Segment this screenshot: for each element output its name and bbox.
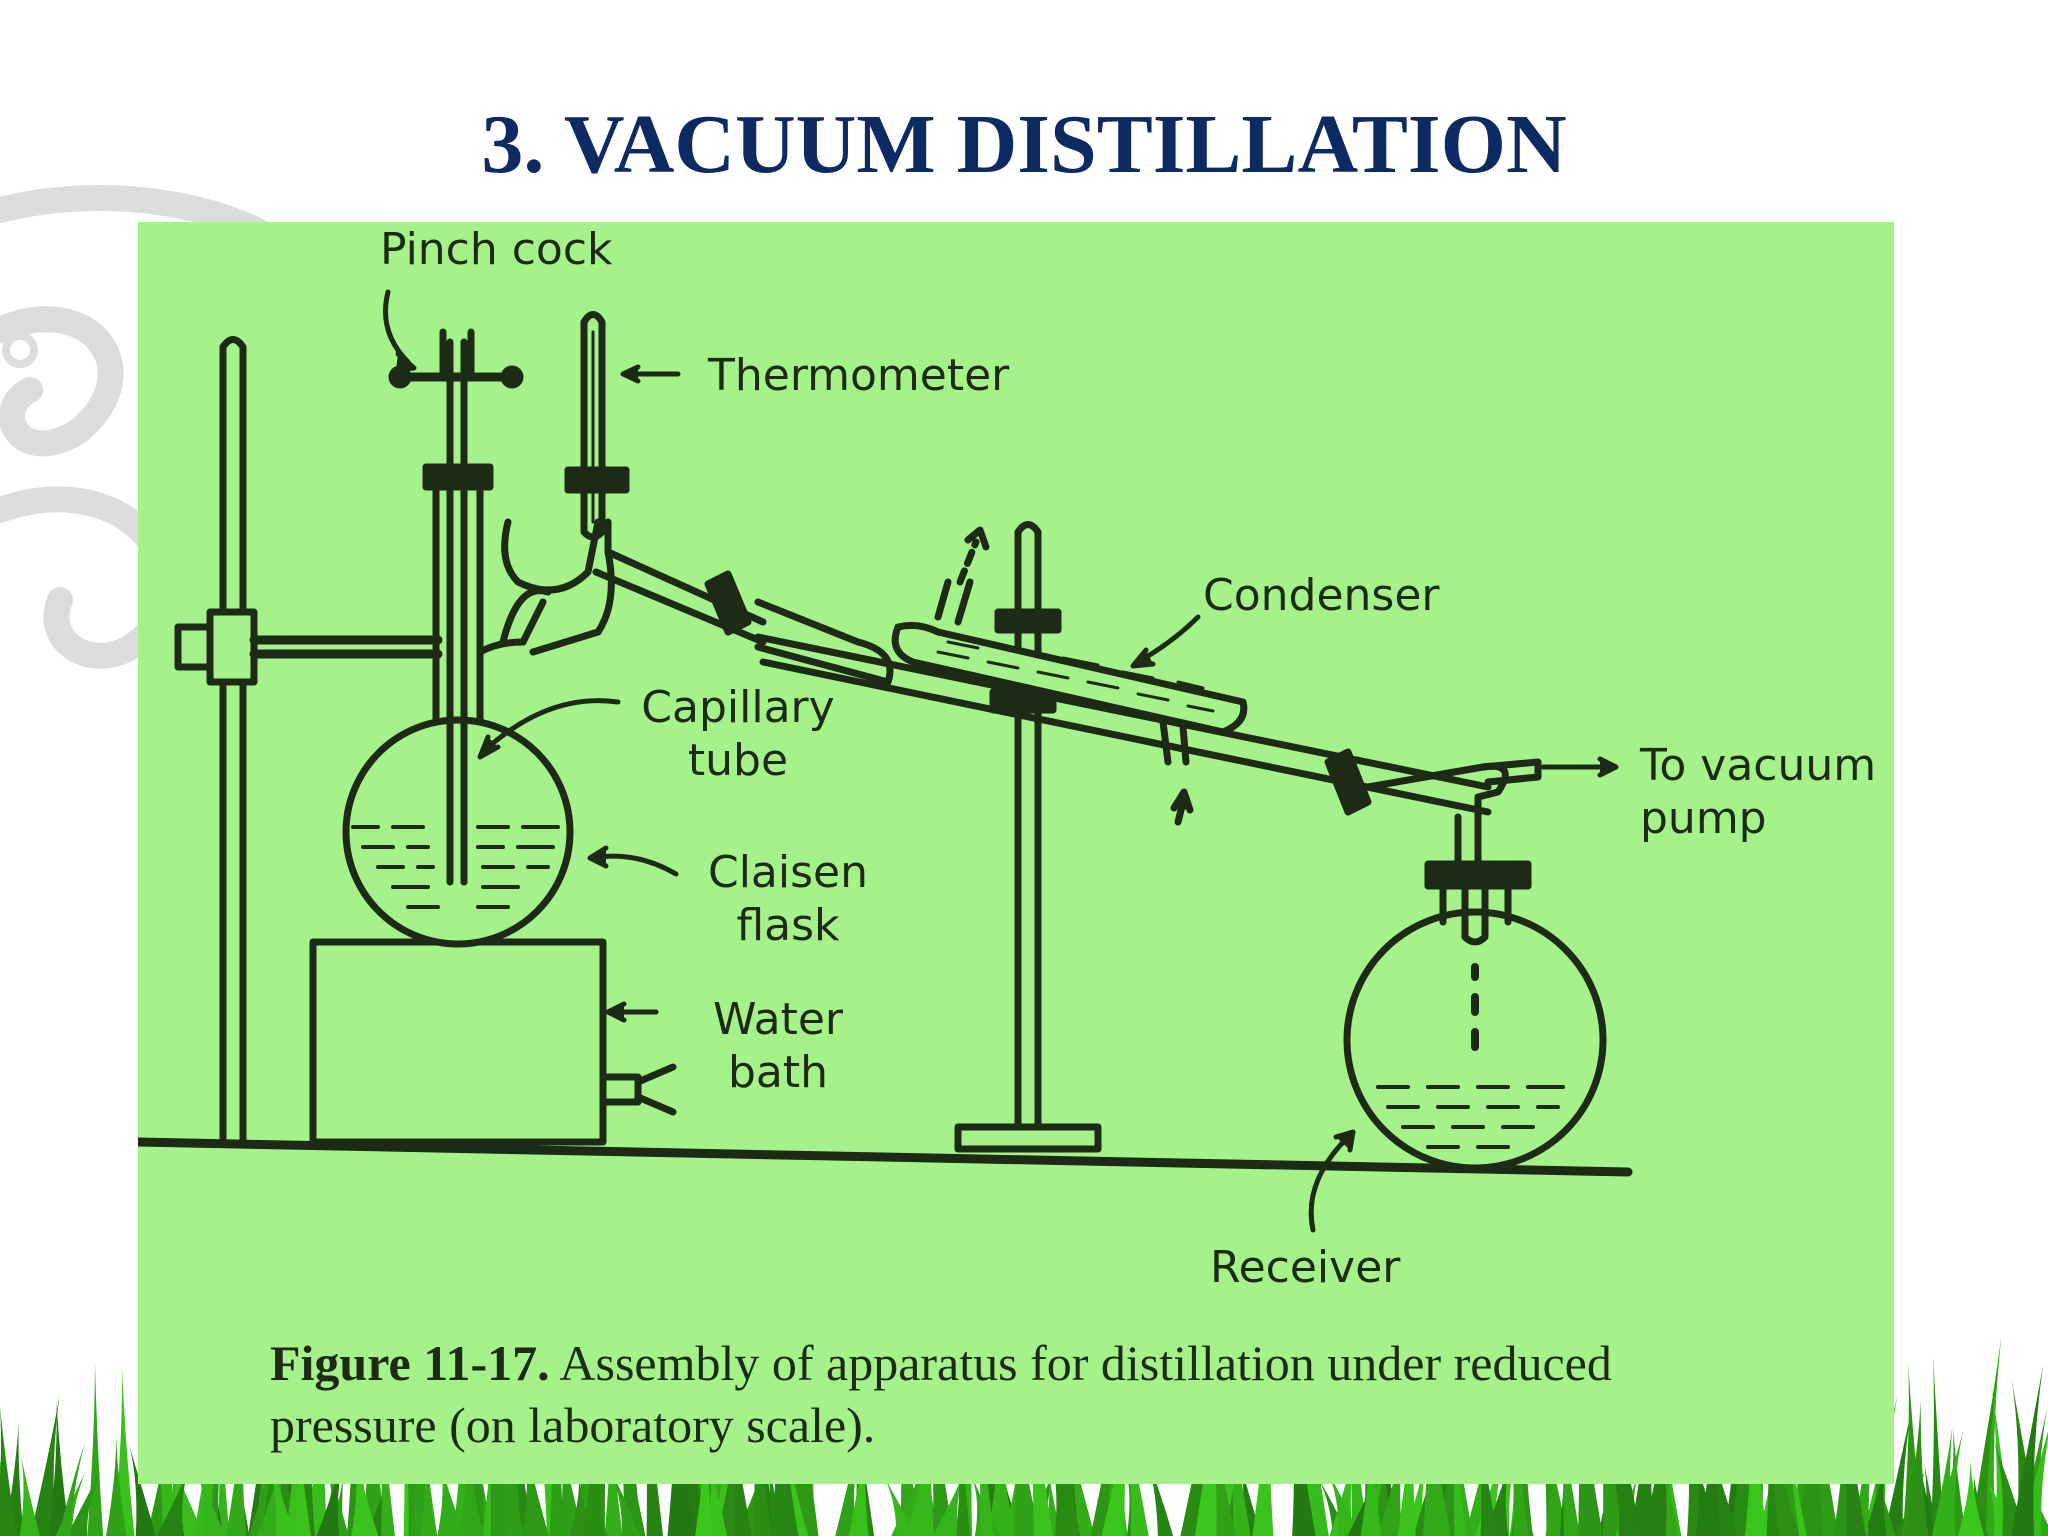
grass-blade: [316, 1455, 344, 1536]
thermometer: [580, 311, 606, 541]
grass-blade: [1681, 1400, 1714, 1536]
grass-blade: [457, 1381, 491, 1536]
grass-blade: [1377, 1435, 1406, 1536]
label-capillary-line1: Capillary: [641, 682, 835, 733]
grass-blade: [1008, 1381, 1040, 1536]
grass-blade: [58, 1442, 85, 1536]
grass-blade: [128, 1442, 156, 1536]
label-water-bath: Water bath: [678, 994, 878, 1100]
water-flow-arrows: [956, 526, 1194, 826]
grass-blade: [882, 1473, 916, 1536]
label-vacuum-pump: To vacuum pump: [1640, 740, 1876, 846]
label-claisen-line1: Claisen: [707, 847, 868, 898]
caption-text: Assembly of apparatus for distillation u…: [270, 1335, 1612, 1453]
label-pointers: [383, 289, 1619, 1233]
grass-blade: [1863, 1458, 1887, 1536]
grass-blade: [1930, 1355, 1945, 1536]
label-thermometer: Thermometer: [708, 350, 1010, 401]
condenser: [754, 578, 1492, 816]
grass-blade: [457, 1442, 485, 1536]
label-capillary-line2: tube: [687, 734, 789, 786]
grass-blade: [30, 1395, 60, 1536]
receiver-flask: [1324, 748, 1607, 1172]
label-pinch-cock: Pinch cock: [380, 224, 613, 275]
grass-blade: [575, 1358, 591, 1536]
grass-blade: [1931, 1426, 1953, 1536]
grass-blade: [1883, 1408, 1912, 1536]
grass-blade: [958, 1395, 975, 1536]
grass-blade: [48, 1401, 70, 1536]
grass-blade: [204, 1407, 225, 1536]
grass-blade: [1437, 1408, 1458, 1536]
grass-blade: [1105, 1342, 1128, 1536]
water-bath: [309, 938, 677, 1146]
grass-blade: [1464, 1416, 1496, 1536]
claisen-flask: [342, 463, 767, 948]
middle-stand: [954, 521, 1102, 1153]
grass-blade: [19, 1456, 40, 1536]
grass-blade: [1180, 1360, 1217, 1536]
grass-blade: [1630, 1361, 1657, 1536]
grass-blade: [420, 1439, 438, 1536]
grass-blade: [1971, 1336, 2002, 1536]
adapter-joint: [704, 570, 894, 686]
label-capillary-tube: Capillary tube: [638, 682, 838, 788]
grass-blade: [496, 1378, 524, 1536]
label-claisen-line2: flask: [736, 899, 840, 951]
grass-blade: [1904, 1399, 1929, 1536]
label-vacuum-line1: To vacuum: [1640, 740, 1877, 791]
label-condenser: Condenser: [1203, 570, 1440, 621]
grass-blade: [750, 1396, 773, 1536]
grass-blade: [197, 1473, 227, 1536]
grass-blade: [970, 1474, 1001, 1536]
grass-blade: [2011, 1364, 2044, 1536]
grass-blade: [1569, 1338, 1603, 1536]
grass-blade: [1101, 1392, 1136, 1536]
caption-figure-number: Figure 11-17.: [270, 1335, 550, 1391]
label-vacuum-line2: pump: [1640, 792, 1767, 844]
grass-blade: [156, 1467, 190, 1536]
grass-blade: [106, 1437, 127, 1536]
label-receiver: Receiver: [1210, 1242, 1401, 1293]
grass-blade: [0, 1407, 17, 1536]
grass-blade: [1397, 1381, 1416, 1536]
grass-blade: [591, 1333, 612, 1536]
grass-blade: [1970, 1356, 2000, 1536]
figure-panel: Pinch cock Thermometer Condenser Capilla…: [138, 222, 1894, 1484]
grass-blade: [1287, 1364, 1316, 1536]
grass-blade: [248, 1473, 270, 1536]
grass-blade: [906, 1416, 937, 1536]
grass-blade: [1643, 1365, 1678, 1536]
label-water-line1: Water: [712, 994, 844, 1045]
label-claisen-flask: Claisen flask: [688, 847, 888, 953]
grass-blade: [558, 1424, 584, 1536]
grass-blade: [835, 1429, 861, 1536]
grass-blade: [2011, 1377, 2040, 1536]
grass-blade: [87, 1360, 104, 1536]
grass-blade: [1422, 1358, 1451, 1536]
grass-blade: [932, 1473, 964, 1536]
apparatus-diagram: [138, 289, 1633, 1233]
left-stand: [174, 336, 443, 1144]
grass-blade: [1957, 1460, 1985, 1536]
grass-blade: [1691, 1448, 1721, 1536]
figure-caption: Figure 11-17. Assembly of apparatus for …: [270, 1332, 1770, 1456]
bench-line: [138, 1137, 1633, 1177]
grass-blade: [1483, 1459, 1510, 1536]
slide-title: 3. VACUUM DISTILLATION: [481, 98, 1567, 191]
label-water-line2: bath: [727, 1046, 829, 1098]
grass-blade: [66, 1470, 102, 1536]
